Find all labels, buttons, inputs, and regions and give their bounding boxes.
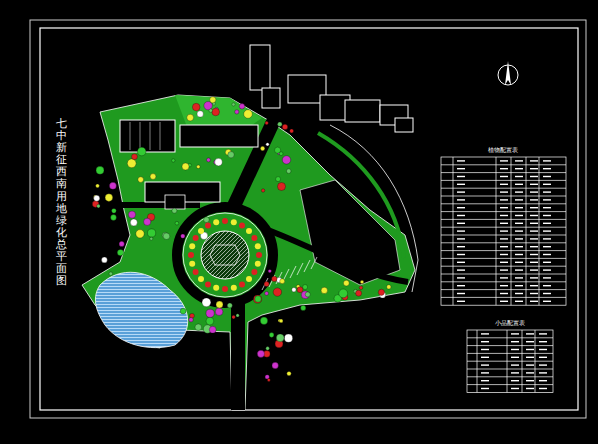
drawing-title: 七中新征西南用地绿化总平面图 (56, 118, 67, 287)
table-heading: 植物配置表 (487, 146, 519, 155)
table-heading: 小品配置表 (494, 319, 526, 328)
